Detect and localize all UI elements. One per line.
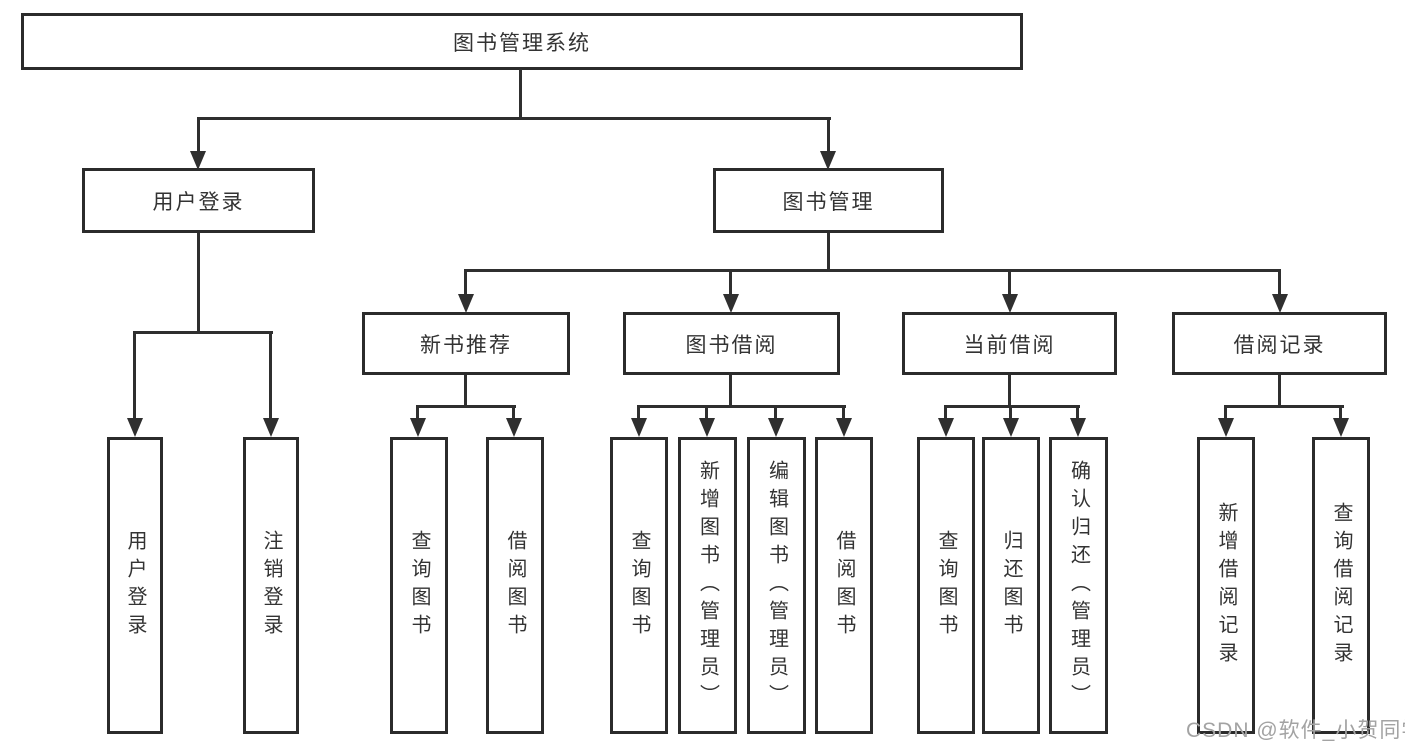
node-records-add-record: 新增借阅记录 bbox=[1197, 437, 1255, 734]
node-newbooks-borrow-books: 借阅图书 bbox=[486, 437, 544, 734]
connector-line bbox=[1076, 405, 1079, 420]
connector-line bbox=[1009, 405, 1012, 420]
connector-line bbox=[512, 405, 515, 420]
node-current-confirm-return-admin: 确认归还（管理员） bbox=[1049, 437, 1108, 734]
connector-arrow bbox=[458, 294, 474, 313]
connector-arrow bbox=[263, 418, 279, 437]
connector-arrow bbox=[1218, 418, 1234, 437]
node-borrowing-add-books-admin: 新增图书（管理员） bbox=[678, 437, 737, 734]
connector-line bbox=[133, 331, 273, 334]
connector-line bbox=[842, 405, 845, 420]
connector-line bbox=[197, 233, 200, 333]
csdn-watermark: CSDN @软件_小贺同学 bbox=[1186, 719, 1405, 742]
node-current-return-books: 归还图书 bbox=[982, 437, 1040, 734]
connector-line bbox=[637, 405, 640, 420]
connector-line bbox=[729, 375, 732, 408]
connector-arrow bbox=[1070, 418, 1086, 437]
connector-line bbox=[705, 405, 708, 420]
connector-line bbox=[729, 269, 732, 296]
node-newbooks-query-books: 查询图书 bbox=[390, 437, 448, 734]
connector-line bbox=[774, 405, 777, 420]
connector-line bbox=[1224, 405, 1344, 408]
connector-line bbox=[827, 117, 830, 153]
connector-line bbox=[944, 405, 947, 420]
connector-line bbox=[133, 331, 136, 420]
connector-arrow bbox=[127, 418, 143, 437]
node-user-login-group: 用户登录 bbox=[82, 168, 315, 233]
node-current-query-books: 查询图书 bbox=[917, 437, 975, 734]
connector-line bbox=[464, 375, 467, 408]
node-current-borrowing: 当前借阅 bbox=[902, 312, 1117, 375]
connector-arrow bbox=[1272, 294, 1288, 313]
connector-arrow bbox=[1002, 294, 1018, 313]
connector-arrow bbox=[631, 418, 647, 437]
connector-line bbox=[1008, 375, 1011, 408]
connector-arrow bbox=[506, 418, 522, 437]
node-library-management-system: 图书管理系统 bbox=[21, 13, 1023, 70]
node-logout: 注销登录 bbox=[243, 437, 299, 734]
connector-arrow bbox=[699, 418, 715, 437]
connector-arrow bbox=[410, 418, 426, 437]
node-records-query-record: 查询借阅记录 bbox=[1312, 437, 1370, 734]
connector-line bbox=[464, 269, 467, 296]
connector-line bbox=[464, 269, 1281, 272]
connector-line bbox=[416, 405, 516, 408]
connector-line bbox=[1008, 269, 1011, 296]
node-new-book-recommendation: 新书推荐 bbox=[362, 312, 570, 375]
connector-arrow bbox=[768, 418, 784, 437]
connector-arrow bbox=[1003, 418, 1019, 437]
connector-line bbox=[197, 117, 200, 153]
connector-arrow bbox=[836, 418, 852, 437]
connector-line bbox=[1278, 375, 1281, 408]
node-book-management: 图书管理 bbox=[713, 168, 944, 233]
node-borrowing-borrow-books: 借阅图书 bbox=[815, 437, 873, 734]
connector-arrow bbox=[820, 151, 836, 170]
node-book-borrowing: 图书借阅 bbox=[623, 312, 840, 375]
node-borrowing-query-books: 查询图书 bbox=[610, 437, 668, 734]
connector-arrow bbox=[1333, 418, 1349, 437]
node-borrowing-records: 借阅记录 bbox=[1172, 312, 1387, 375]
connector-arrow bbox=[190, 151, 206, 170]
node-user-login: 用户登录 bbox=[107, 437, 163, 734]
connector-line bbox=[1339, 405, 1342, 420]
connector-arrow bbox=[723, 294, 739, 313]
connector-line bbox=[197, 117, 831, 120]
connector-line bbox=[269, 331, 272, 420]
node-borrowing-edit-books-admin: 编辑图书（管理员） bbox=[747, 437, 806, 734]
connector-line bbox=[416, 405, 419, 420]
connector-line bbox=[944, 405, 1080, 408]
connector-line bbox=[827, 233, 830, 272]
connector-line bbox=[1224, 405, 1227, 420]
connector-arrow bbox=[938, 418, 954, 437]
connector-line bbox=[519, 69, 522, 120]
connector-line bbox=[1278, 269, 1281, 296]
connector-line bbox=[637, 405, 846, 408]
